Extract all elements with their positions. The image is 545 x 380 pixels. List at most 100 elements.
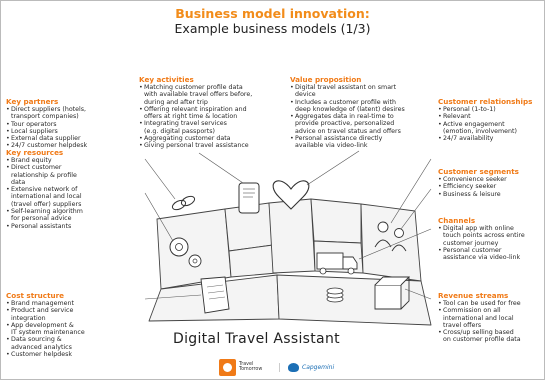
list-item: Personal (1-to-1) (438, 106, 532, 113)
key-activities-block: Key activities Matching customer profile… (139, 75, 252, 150)
list-item-continued: for personal advice (11, 215, 72, 223)
list-item: External data supplier (6, 135, 87, 142)
list-item: Tool can be used for free (438, 300, 521, 307)
heart-icon (272, 180, 310, 210)
travel-tomorrow-logo: Travel Tomorrow (219, 358, 269, 376)
revenue-streams-heading: Revenue streams (438, 291, 509, 300)
business-model-canvas-illustration (144, 150, 432, 326)
list-item: 24/7 availability (438, 135, 532, 142)
list-item: Cross/up selling based (438, 329, 521, 336)
key-partners-list: Direct suppliers (hotels, transport comp… (6, 106, 87, 150)
canvas-caption: Digital Travel Assistant (173, 331, 340, 347)
list-item-continued: transport companies) (11, 113, 79, 121)
canvas-panel-revenue (276, 274, 432, 326)
list-item: Aggregates data in real-time to (290, 113, 405, 120)
customer-segments-heading: Customer segments (438, 167, 519, 176)
canvas-panel-relationships (310, 198, 362, 244)
travel-tomorrow-logo-icon (219, 358, 236, 376)
pointer-lines (144, 150, 432, 300)
list-item-continued: relationship & profile (11, 171, 77, 179)
cash-box-icon (374, 284, 402, 310)
list-item-continued: offers at right time & location (144, 113, 238, 121)
list-item-continued: during and after trip (144, 98, 208, 106)
gear-icon (188, 254, 202, 268)
cost-structure-block: Cost structure Brand management Product … (6, 291, 85, 358)
list-item-continued: advice on travel status and offers (295, 127, 401, 135)
key-resources-heading: Key resources (6, 148, 64, 157)
customer-segments-block: Customer segments Convenience seeker Eff… (438, 167, 519, 198)
list-item: Efficiency seeker (438, 183, 519, 190)
list-item: Includes a customer profile with (290, 99, 405, 106)
channels-block: Channels Digital app with online touch p… (438, 216, 525, 261)
canvas-panel-value (268, 198, 316, 274)
list-item: Self-learning algorithm (6, 208, 83, 215)
list-item: Extensive network of (6, 186, 83, 193)
cost-structure-list: Brand management Product and service int… (6, 300, 85, 358)
list-item: Digital travel assistant on smart (290, 84, 405, 91)
customer-relationships-block: Customer relationships Personal (1-to-1)… (438, 97, 532, 142)
list-item: Aggregating customer data (139, 135, 252, 142)
list-item-continued: international and local (11, 193, 82, 201)
list-item-continued: advanced analytics (11, 343, 72, 351)
title-line-1: Business model innovation: (175, 6, 370, 21)
revenue-streams-list: Tool can be used for free Commission on … (438, 300, 521, 344)
list-item: Local suppliers (6, 128, 87, 135)
capgemini-spade-icon (288, 362, 299, 372)
list-item-continued: international and local (443, 314, 514, 322)
list-item: Tour operators (6, 121, 87, 128)
list-item-continued: on customer profile data (443, 336, 521, 344)
canvas-panel-segments (360, 203, 422, 282)
capgemini-logo: Capgemini (279, 362, 335, 372)
key-resources-block: Key resources Brand equity Direct custom… (6, 148, 83, 230)
value-proposition-list: Digital travel assistant on smart device… (290, 84, 405, 150)
list-item-continued: (e.g. digital passports) (144, 127, 215, 135)
list-item-continued: provide proactive, personalized (295, 120, 395, 128)
list-item: Offering relevant inspiration and (139, 106, 252, 113)
revenue-streams-block: Revenue streams Tool can be used for fre… (438, 291, 521, 344)
list-item-continued: available via video-link (295, 142, 368, 150)
channels-heading: Channels (438, 216, 476, 225)
list-item: 24/7 customer helpdesk (6, 142, 87, 149)
list-item: Brand management (6, 300, 85, 307)
key-activities-heading: Key activities (139, 75, 194, 84)
list-item-continued: data (11, 178, 26, 186)
list-item: Direct suppliers (hotels, (6, 106, 87, 113)
smartphone-icon (238, 182, 260, 214)
invoice-icon (200, 276, 230, 314)
list-item-continued: travel offers (443, 321, 482, 329)
canvas-panel-resources (228, 244, 278, 278)
key-partners-heading: Key partners (6, 97, 59, 106)
list-item: Matching customer profile data (139, 84, 252, 91)
value-proposition-heading: Value proposition (290, 75, 362, 84)
chain-link-icon (171, 199, 187, 211)
list-item: Customer helpdesk (6, 351, 85, 358)
list-item: Digital app with online (438, 225, 525, 232)
list-item: Personal assistants (6, 223, 83, 230)
list-item-continued: with available travel offers before, (144, 91, 253, 99)
list-item: Relevant (438, 113, 532, 120)
list-item: Convenience seeker (438, 176, 519, 183)
key-resources-list: Brand equity Direct customer relationshi… (6, 157, 83, 230)
channels-list: Digital app with online touch points acr… (438, 225, 525, 261)
title-line-2: Example business models (1/3) (174, 21, 371, 36)
list-item: Brand equity (6, 157, 83, 164)
list-item: Integrating travel services (139, 120, 252, 127)
list-item: Active engagement (438, 121, 532, 128)
list-item-continued: customer journey (443, 239, 499, 247)
slide-title: Business model innovation: Example busin… (1, 6, 544, 36)
list-item-continued: assistance via video-link (443, 254, 521, 262)
list-item: Data sourcing & (6, 336, 85, 343)
list-item: App development & (6, 322, 85, 329)
value-proposition-block: Value proposition Digital travel assista… (290, 75, 405, 150)
list-item: Commission on all (438, 307, 521, 314)
key-partners-block: Key partners Direct suppliers (hotels, t… (6, 97, 87, 150)
list-item-continued: (travel offer) suppliers (11, 200, 82, 208)
list-item-continued: device (295, 91, 316, 99)
list-item: Direct customer (6, 164, 83, 171)
list-item: Personal customer (438, 247, 525, 254)
list-item-continued: (emotion, involvement) (443, 127, 517, 135)
capgemini-logo-text: Capgemini (302, 363, 335, 371)
gear-icon (169, 237, 189, 257)
customer-relationships-heading: Customer relationships (438, 97, 533, 106)
